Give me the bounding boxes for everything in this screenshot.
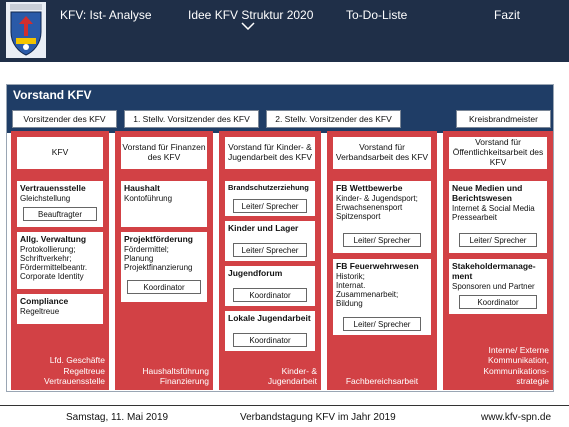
card-title: Stakeholdermanage-ment: [452, 261, 536, 281]
card-compliance: Compliance Regeltreue: [17, 294, 103, 324]
card-text: Kinder- & Jugendsport;: [336, 193, 418, 203]
role-box-leiter-sprecher: Leiter/ Sprecher: [459, 233, 537, 247]
footer-line: Kommunikations-: [483, 365, 549, 376]
card-title: Compliance: [20, 296, 69, 306]
column-head: Vorstand für Kinder- & Jugendarbeit des …: [225, 137, 315, 169]
column-footer: Kinder- & Jugendarbeit: [223, 366, 317, 386]
card-title: Kinder und Lager: [228, 223, 299, 233]
card-fb-feuerwehrwesen: FB Feuerwehrwesen Historik; Internat. Zu…: [333, 259, 431, 335]
card-text: Fördermittel;: [124, 244, 169, 254]
card-text: Historik;: [336, 271, 365, 281]
card-title: Brandschutzerziehung: [228, 183, 309, 192]
label-1-stellv-vorsitzender: 1. Stellv. Vorsitzender des KFV: [124, 110, 259, 128]
card-neue-medien: Neue Medien und Berichtswesen Internet &…: [449, 181, 547, 253]
footer-line: Interne/ Externe: [488, 345, 549, 356]
card-text: Gleichstellung: [20, 193, 71, 203]
column-head: KFV: [17, 137, 103, 169]
card-jugendforum: Jugendforum Koordinator: [225, 266, 315, 306]
footer-line: Kommunikation,: [488, 355, 549, 366]
column-footer: Haushaltsführung Finanzierung: [119, 366, 209, 386]
footer-url[interactable]: www.kfv-spn.de: [481, 412, 552, 423]
footer-divider: [0, 405, 569, 406]
footer-line: Kinder- &: [281, 365, 317, 376]
card-haushalt: Haushalt Kontoführung: [121, 181, 207, 227]
card-text: Corporate Identity: [20, 272, 84, 282]
panel-title: Vorstand KFV: [13, 88, 92, 102]
footer-event: Verbandstagung KFV im Jahr 2019: [240, 412, 396, 423]
card-kinder-und-lager: Kinder und Lager Leiter/ Sprecher: [225, 221, 315, 261]
card-text: Zusammenarbeit;: [336, 290, 399, 300]
footer-line: Regeltreue: [63, 365, 105, 376]
card-allg-verwaltung: Allg. Verwaltung Protokollierung; Schrif…: [17, 232, 103, 289]
footer-line: strategie: [516, 375, 549, 386]
card-text: Erwachsenensport: [336, 202, 403, 212]
card-title: Projektförderung: [124, 234, 193, 244]
role-box-koordinator: Koordinator: [127, 280, 201, 294]
card-title: Vertrauensstelle: [20, 183, 86, 193]
top-navigation-bar: KFV: Ist- Analyse Idee KFV Struktur 2020…: [0, 0, 569, 62]
footer-line: Jugendarbeit: [267, 375, 317, 386]
column-oeffentlichkeitsarbeit: Vorstand für Öffentlichkeitsarbeit des K…: [443, 131, 553, 390]
role-box-leiter-sprecher: Leiter/ Sprecher: [233, 199, 307, 213]
column-verbandsarbeit: Vorstand für Verbandsarbeit des KFV FB W…: [327, 131, 437, 390]
role-box-koordinator: Koordinator: [233, 288, 307, 302]
footer-date: Samstag, 11. Mai 2019: [66, 412, 169, 423]
card-projektfoerderung: Projektförderung Fördermittel; Planung P…: [121, 232, 207, 302]
card-title: Neue Medien und Berichtswesen: [452, 183, 523, 203]
column-footer: Lfd. Geschäfte Regeltreue Vertrauensstel…: [15, 355, 105, 386]
card-lokale-jugendarbeit: Lokale Jugendarbeit Koordinator: [225, 311, 315, 351]
card-brandschutzerziehung: Brandschutzerziehung Leiter/ Sprecher: [225, 181, 315, 216]
column-head: Vorstand für Öffentlichkeitsarbeit des K…: [449, 137, 547, 169]
card-text: Projektfinanzierung: [124, 263, 193, 273]
column-kfv: KFV Vertrauensstelle Gleichstellung Beau…: [11, 131, 109, 390]
nav-item-ist-analyse[interactable]: KFV: Ist- Analyse: [60, 8, 152, 22]
chevron-down-icon: [241, 22, 255, 30]
card-text: Pressearbeit: [452, 212, 497, 222]
nav-item-idee-struktur[interactable]: Idee KFV Struktur 2020: [188, 8, 314, 22]
card-title: FB Wettbewerbe: [336, 183, 403, 193]
column-finanzen: Vorstand für Finanzen des KFV Haushalt K…: [115, 131, 213, 390]
role-box-koordinator: Koordinator: [459, 295, 537, 309]
label-vorsitzender: Vorsitzender des KFV: [12, 110, 117, 128]
card-text: Spitzensport: [336, 212, 381, 222]
card-text: Kontoführung: [124, 193, 173, 203]
card-text: Internet & Social Media: [452, 203, 535, 213]
card-title: FB Feuerwehrwesen: [336, 261, 419, 271]
footer-line: Finanzierung: [159, 375, 209, 386]
card-text: Schriftverkehr;: [20, 253, 72, 263]
column-footer: Interne/ Externe Kommunikation, Kommunik…: [447, 345, 549, 386]
card-text: Fördermittelbeantr.: [20, 263, 88, 273]
card-text: Protokollierung;: [20, 244, 76, 254]
column-footer: Fachbereichsarbeit: [331, 376, 433, 386]
role-box-koordinator: Koordinator: [233, 333, 307, 347]
footer-line: Fachbereichsarbeit: [345, 375, 419, 386]
role-box-leiter-sprecher: Leiter/ Sprecher: [343, 317, 421, 331]
label-kreisbrandmeister: Kreisbrandmeister: [456, 110, 551, 128]
card-title: Allg. Verwaltung: [20, 234, 87, 244]
role-box-beauftragter: Beauftragter: [23, 207, 97, 221]
coat-of-arms-icon: [6, 2, 46, 58]
column-head: Vorstand für Verbandsarbeit des KFV: [333, 137, 431, 169]
role-box-leiter-sprecher: Leiter/ Sprecher: [343, 233, 421, 247]
label-2-stellv-vorsitzender: 2. Stellv. Vorsitzender des KFV: [266, 110, 401, 128]
card-vertrauensstelle: Vertrauensstelle Gleichstellung Beauftra…: [17, 181, 103, 227]
footer-line: Lfd. Geschäfte: [49, 355, 105, 366]
card-fb-wettbewerbe: FB Wettbewerbe Kinder- & Jugendsport; Er…: [333, 181, 431, 253]
role-box-leiter-sprecher: Leiter/ Sprecher: [233, 243, 307, 257]
card-title: Haushalt: [124, 183, 160, 193]
column-kinder-jugendarbeit: Vorstand für Kinder- & Jugendarbeit des …: [219, 131, 321, 390]
card-text: Internat.: [336, 280, 366, 290]
card-text: Planung: [124, 253, 154, 263]
card-text: Bildung: [336, 299, 363, 309]
footer-line: Vertrauensstelle: [44, 375, 105, 386]
card-text: Regeltreue: [20, 306, 60, 316]
card-title: Jugendforum: [228, 268, 283, 278]
card-text: Sponsoren und Partner: [452, 281, 535, 291]
footer-line: Haushaltsführung: [142, 365, 209, 376]
nav-item-fazit[interactable]: Fazit: [494, 8, 521, 22]
column-head: Vorstand für Finanzen des KFV: [121, 137, 207, 169]
card-title: Lokale Jugendarbeit: [228, 313, 311, 323]
card-stakeholdermanagement: Stakeholdermanage-ment Sponsoren und Par…: [449, 259, 547, 314]
nav-item-todo-liste[interactable]: To-Do-Liste: [346, 8, 408, 22]
